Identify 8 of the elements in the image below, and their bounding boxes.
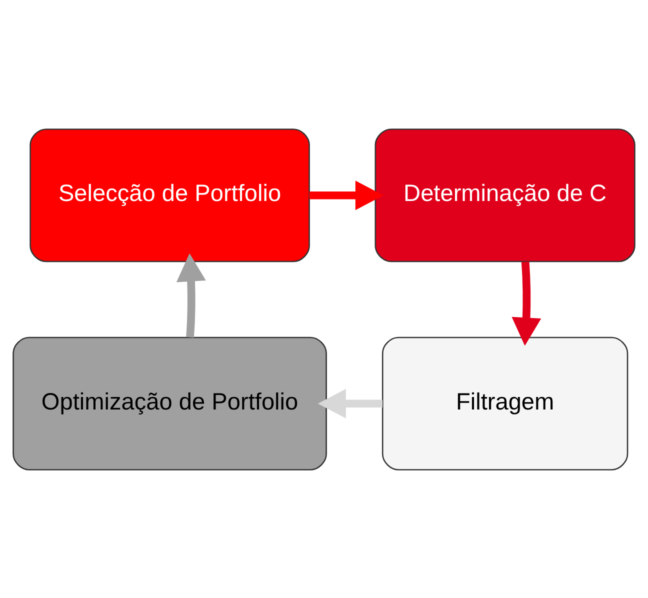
arrow (512, 260, 542, 346)
arrow (318, 388, 382, 418)
node-box: Filtragem (382, 336, 628, 470)
arrow (176, 252, 206, 338)
arrow (309, 180, 384, 210)
node-box: Determinação de C (374, 128, 636, 262)
node-box: Optimização de Portfolio (12, 336, 327, 470)
node-box: Selecção de Portfolio (30, 128, 310, 262)
